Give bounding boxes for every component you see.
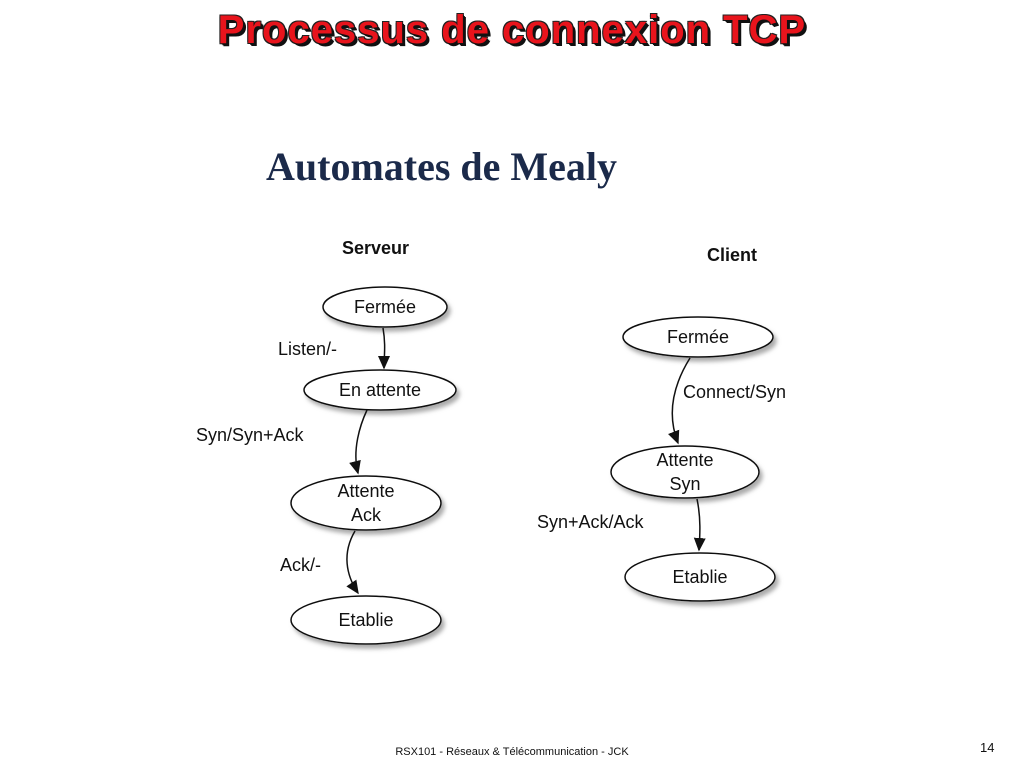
client-state-fermee xyxy=(622,316,774,358)
server-state-label: Attente Ack xyxy=(337,481,395,525)
server-state-en-attente xyxy=(303,369,457,411)
server-state-etablie xyxy=(290,595,442,645)
slide-title: Processus de connexion TCP xyxy=(217,8,807,52)
server-transition-label: Listen/- xyxy=(278,339,338,359)
client-state-label: Attente Syn xyxy=(656,450,714,494)
client-state-label: Etablie xyxy=(672,567,728,587)
server-transition-label: Syn/Syn+Ack xyxy=(196,425,304,445)
client-arrow-synack xyxy=(693,498,706,552)
mealy-automata-diagram: Automates de Mealy Serveur Client Fermée… xyxy=(180,125,860,675)
server-state-label: Etablie xyxy=(338,610,394,630)
page-number: 14 xyxy=(980,740,995,755)
client-column-title: Client xyxy=(707,245,758,265)
server-arrow-listen xyxy=(378,327,391,370)
server-arrow-syn xyxy=(349,409,368,475)
diagram-heading: Automates de Mealy xyxy=(266,144,618,189)
server-state-fermee xyxy=(322,286,448,328)
server-state-label: En attente xyxy=(338,380,422,400)
client-state-attente-syn xyxy=(610,445,760,499)
server-transition-label: Ack/- xyxy=(280,555,322,575)
client-transition-label: Connect/Syn xyxy=(683,382,787,402)
client-arrow-connect xyxy=(668,357,691,445)
server-state-label: Fermée xyxy=(353,297,416,317)
server-state-attente-ack xyxy=(290,475,442,531)
diagram-graphics xyxy=(290,286,776,645)
server-arrow-ack xyxy=(346,530,359,595)
client-transition-label: Syn+Ack/Ack xyxy=(537,512,644,532)
client-state-etablie xyxy=(624,552,776,602)
slide-footer: RSX101 - Réseaux & Télécommunication - J… xyxy=(395,746,629,758)
server-column-title: Serveur xyxy=(342,238,410,258)
client-state-label: Fermée xyxy=(666,327,729,347)
